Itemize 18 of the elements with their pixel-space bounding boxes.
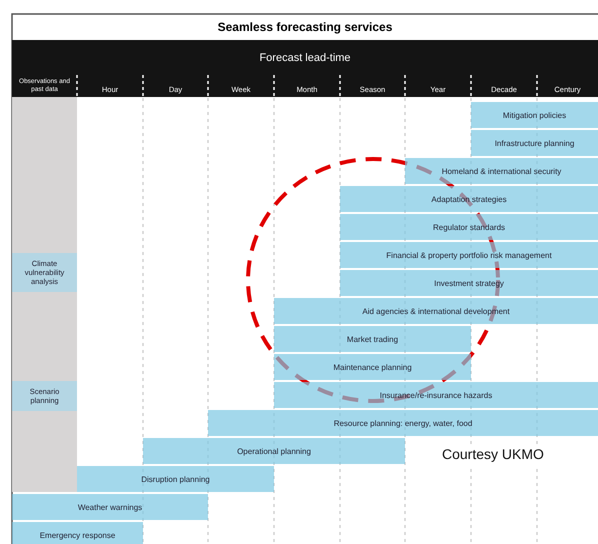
service-bar: Insurance/re-insurance hazards <box>274 382 598 408</box>
observations-column <box>12 97 77 492</box>
service-bar: Weather warnings <box>12 494 208 520</box>
service-bar: Infrastructure planning <box>471 130 598 156</box>
service-bar: Market trading <box>274 326 471 352</box>
service-bar: Financial & property portfolio risk management <box>340 242 598 268</box>
service-bar: Regulator standards <box>340 214 598 240</box>
service-bar: Disruption planning <box>77 466 274 492</box>
service-bar: Adaptation strategies <box>340 186 598 212</box>
service-bar: Resource planning: energy, water, food <box>208 410 598 436</box>
chart-title: Seamless forecasting services <box>216 19 394 36</box>
service-bar: Aid agencies & international development <box>274 298 598 324</box>
service-bar: Mitigation policies <box>471 102 598 128</box>
service-bar: Operational planning <box>143 438 405 464</box>
service-bar: Maintenance planning <box>274 354 471 380</box>
service-bar: Investment strategy <box>340 270 598 296</box>
service-bar: Homeland & international security <box>405 158 598 184</box>
service-bar: Emergency response <box>12 522 143 544</box>
